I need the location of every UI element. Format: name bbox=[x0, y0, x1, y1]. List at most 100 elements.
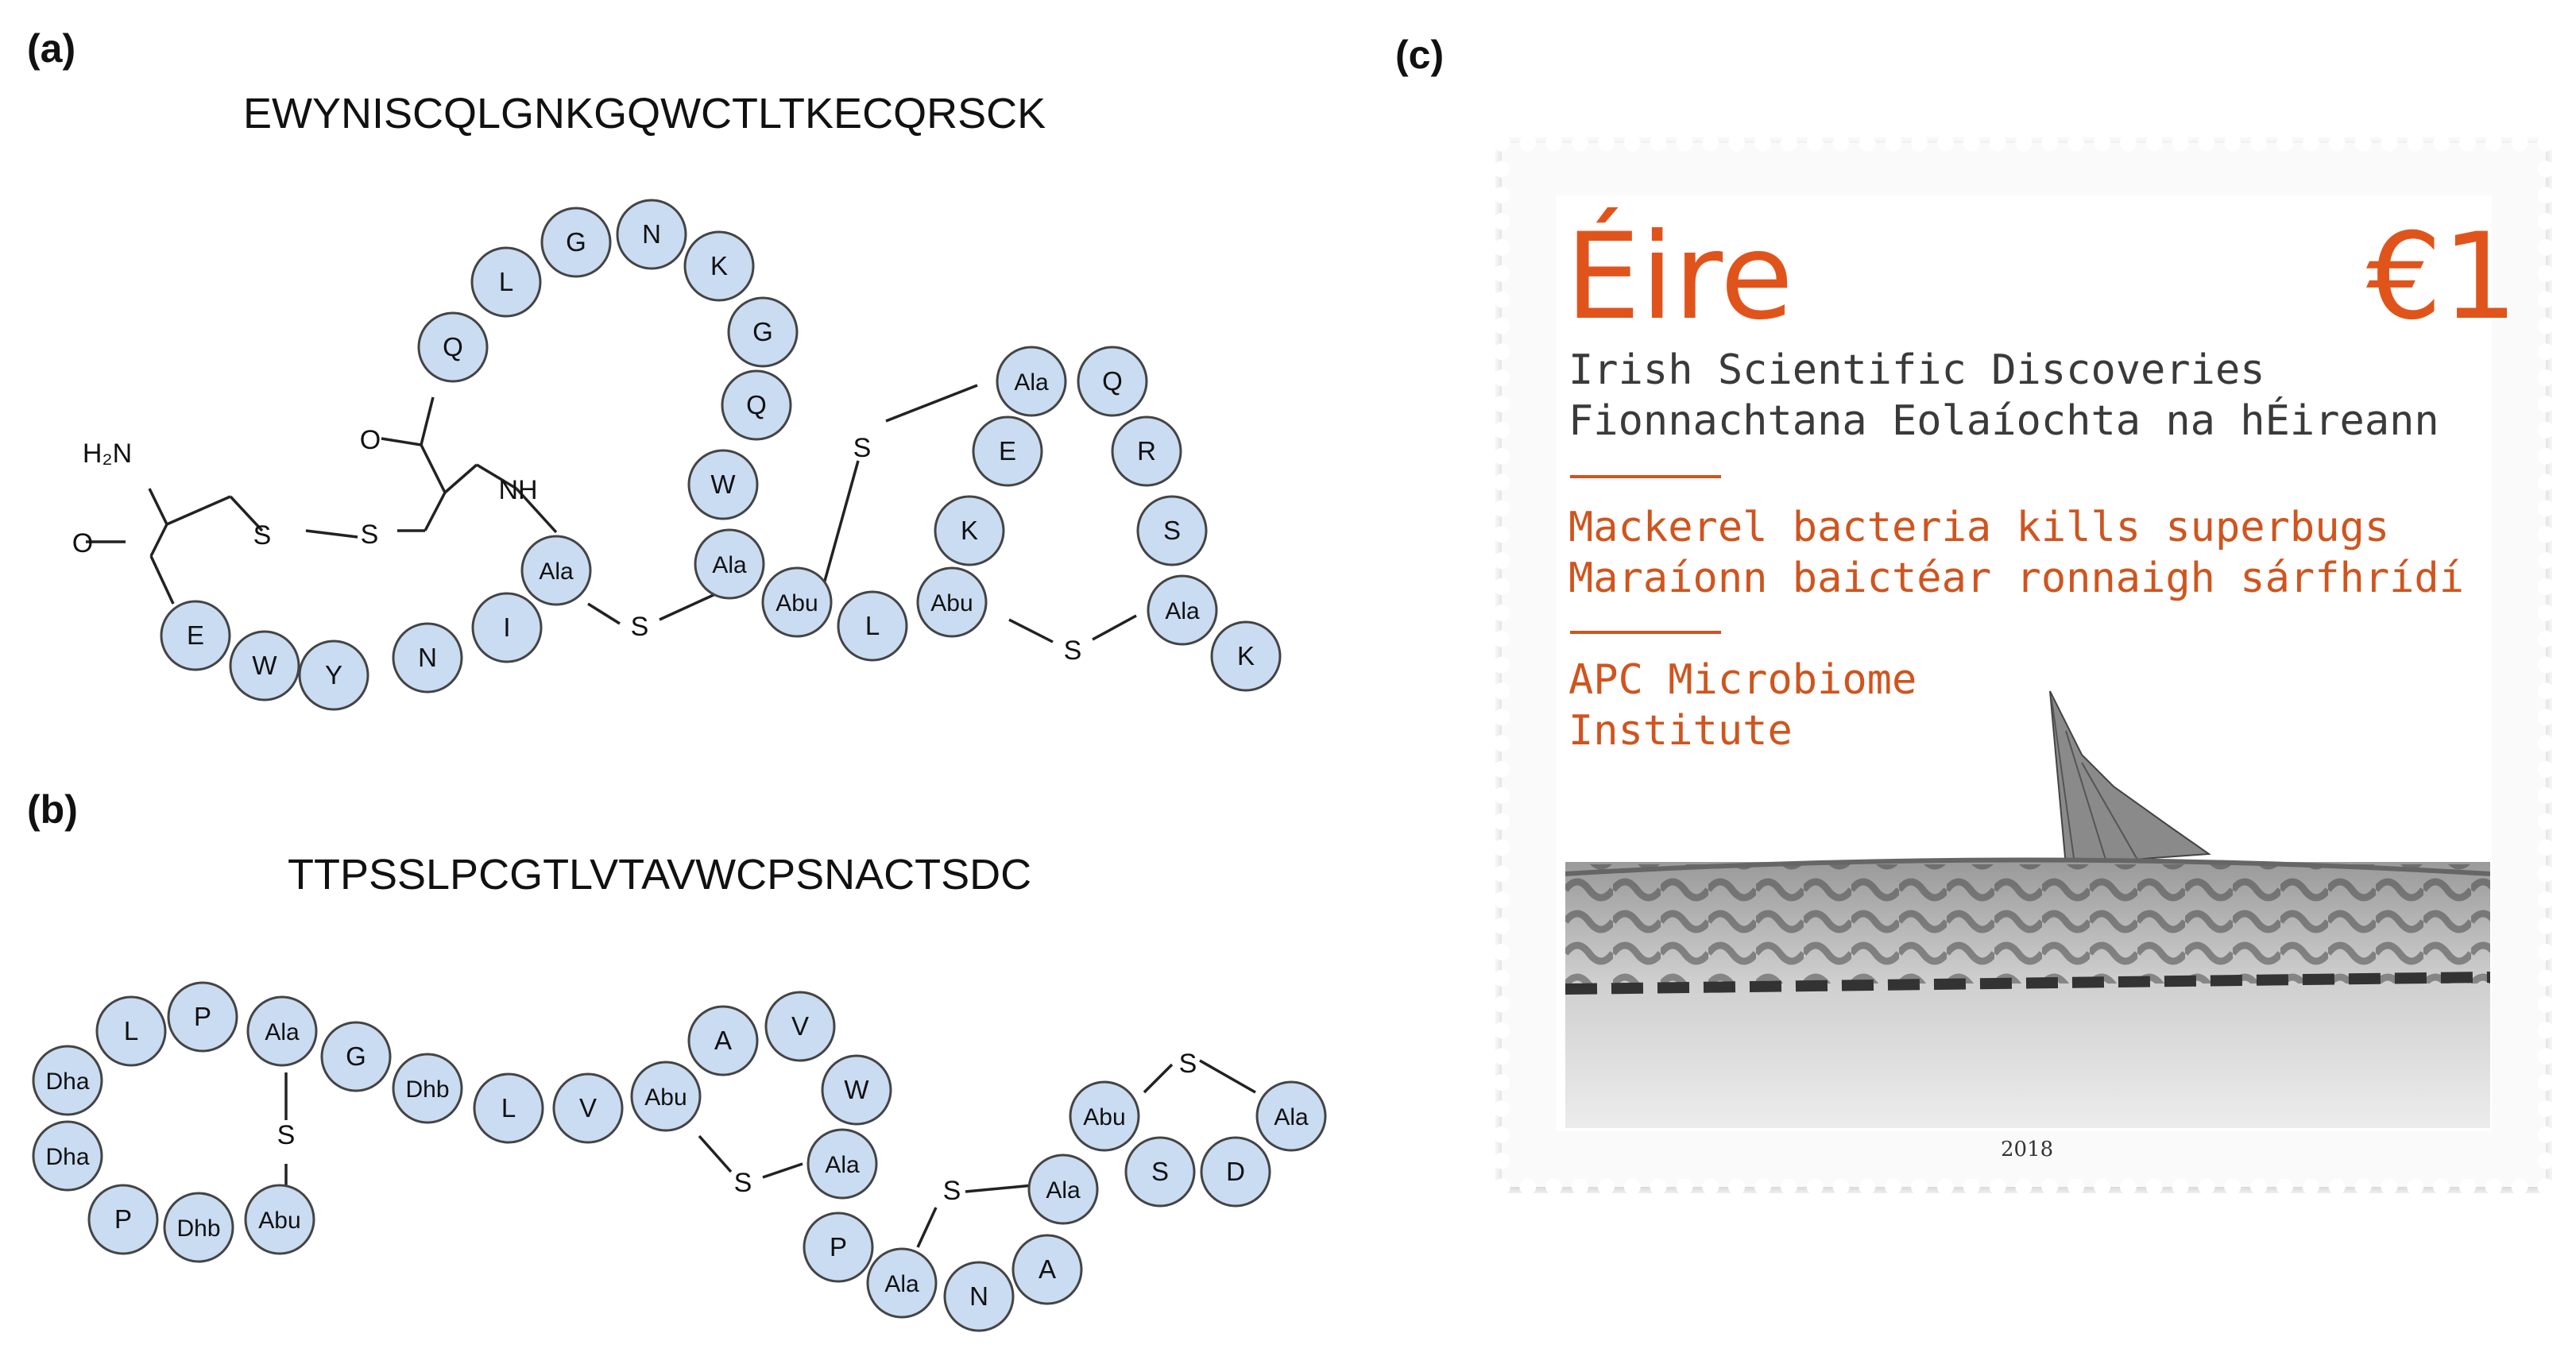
svg-text:K: K bbox=[1237, 641, 1255, 670]
svg-text:R: R bbox=[1137, 436, 1156, 466]
sulfur-a1: S bbox=[253, 520, 272, 551]
oxo-label-a2: O bbox=[360, 425, 381, 455]
residue-b-22: Ala bbox=[1027, 1154, 1099, 1225]
residue-a-11: K bbox=[683, 230, 755, 302]
residue-b-24: S bbox=[1124, 1136, 1196, 1208]
panel-label-b: (b) bbox=[27, 787, 78, 832]
residue-a-22: R bbox=[1111, 415, 1182, 487]
residue-a-16: Abu bbox=[761, 566, 833, 638]
residue-a-14: W bbox=[687, 449, 759, 520]
residue-a-17: L bbox=[837, 590, 908, 662]
residue-b-12: W bbox=[821, 1054, 892, 1126]
svg-text:V: V bbox=[579, 1093, 597, 1123]
mackerel-illustration bbox=[1565, 690, 2490, 1128]
bond bbox=[1143, 1063, 1174, 1094]
residue-a-10: N bbox=[616, 199, 687, 270]
bond bbox=[885, 384, 978, 423]
residue-a-21: Q bbox=[1077, 346, 1148, 417]
svg-text:Ala: Ala bbox=[1165, 598, 1200, 624]
stamp-country: Éire bbox=[1565, 208, 1794, 346]
svg-text:Y: Y bbox=[325, 660, 342, 690]
sulfur-b4: S bbox=[1179, 1049, 1197, 1079]
stamp-line-5: APC Microbiome bbox=[1568, 656, 1917, 704]
svg-text:L: L bbox=[865, 611, 880, 640]
svg-text:Dha: Dha bbox=[45, 1069, 89, 1095]
bond bbox=[1199, 1059, 1256, 1094]
svg-text:Ala: Ala bbox=[265, 1019, 300, 1045]
residue-a-26: K bbox=[1210, 620, 1282, 692]
residue-a-13: Q bbox=[721, 369, 792, 441]
residue-a-1: E bbox=[160, 600, 231, 671]
stamp-line-2: Fionnachtana Eolaíochta na hÉireann bbox=[1568, 397, 2439, 445]
residue-b-13: Ala bbox=[806, 1128, 878, 1200]
bond bbox=[420, 444, 447, 493]
svg-text:V: V bbox=[791, 1011, 809, 1041]
residue-b-5: G bbox=[320, 1021, 392, 1092]
svg-text:K: K bbox=[961, 516, 978, 545]
bond bbox=[916, 1207, 938, 1248]
svg-text:P: P bbox=[114, 1204, 132, 1234]
svg-text:Ala: Ala bbox=[1014, 369, 1049, 396]
svg-text:S: S bbox=[1151, 1157, 1169, 1186]
residue-b-21: A bbox=[1011, 1234, 1083, 1305]
svg-text:G: G bbox=[566, 227, 586, 257]
svg-text:Ala: Ala bbox=[1274, 1104, 1309, 1130]
stamp-line-3: Mackerel bacteria kills superbugs bbox=[1568, 504, 2390, 551]
svg-text:L: L bbox=[501, 1093, 516, 1123]
bond bbox=[698, 1134, 733, 1173]
residue-b-6: Dhb bbox=[392, 1053, 463, 1124]
residue-b-23: Abu bbox=[1069, 1080, 1140, 1152]
svg-text:G: G bbox=[752, 317, 773, 346]
residue-a-6: Ala bbox=[520, 535, 592, 606]
svg-text:D: D bbox=[1226, 1157, 1245, 1186]
residue-b-26: Ala bbox=[1255, 1080, 1327, 1152]
sulfur-a5: S bbox=[1064, 636, 1082, 666]
bond bbox=[149, 555, 175, 605]
svg-text:W: W bbox=[252, 651, 277, 680]
bond bbox=[515, 487, 558, 534]
svg-text:L: L bbox=[499, 267, 513, 296]
bond bbox=[443, 463, 478, 494]
svg-text:N: N bbox=[969, 1281, 988, 1311]
stamp-value: €1 bbox=[2366, 208, 2518, 346]
stamp-line-6: Institute bbox=[1568, 707, 1793, 755]
bond bbox=[587, 602, 621, 625]
residue-b-18: P bbox=[803, 1211, 874, 1283]
svg-text:Abu: Abu bbox=[930, 590, 973, 616]
residue-b-19: Ala bbox=[866, 1247, 938, 1319]
residue-a-15: Ala bbox=[694, 528, 765, 600]
residue-a-8: L bbox=[470, 246, 542, 318]
residue-a-12: G bbox=[727, 296, 799, 368]
panel-label-c: (c) bbox=[1395, 33, 1445, 77]
svg-text:I: I bbox=[503, 613, 510, 642]
svg-text:K: K bbox=[710, 251, 728, 280]
bond-lines bbox=[86, 384, 1256, 1248]
svg-text:N: N bbox=[418, 643, 437, 672]
svg-text:Dhb: Dhb bbox=[405, 1076, 449, 1103]
residue-b-15: P bbox=[87, 1184, 159, 1255]
svg-text:Abu: Abu bbox=[776, 590, 818, 616]
bond bbox=[1092, 614, 1137, 641]
sequence-a: EWYNISCQLGNKGQWCTLTKECQRSCK bbox=[243, 90, 1046, 137]
svg-text:W: W bbox=[710, 470, 736, 499]
residue-a-4: N bbox=[392, 622, 463, 694]
bond bbox=[148, 488, 168, 525]
residue-b-9: Abu bbox=[630, 1061, 702, 1132]
bond bbox=[420, 396, 435, 446]
bond bbox=[476, 463, 517, 490]
svg-text:E: E bbox=[187, 620, 204, 650]
residue-b-8: V bbox=[552, 1072, 624, 1144]
residue-b-3: P bbox=[167, 981, 238, 1053]
svg-text:G: G bbox=[346, 1041, 366, 1071]
svg-text:N: N bbox=[642, 219, 661, 249]
sulfur-a3: S bbox=[631, 612, 649, 642]
residue-a-2: W bbox=[229, 630, 300, 701]
sulfur-a4: S bbox=[853, 433, 872, 463]
bond bbox=[305, 529, 358, 539]
residue-a-23: K bbox=[934, 495, 1005, 566]
residue-b-1: Dha bbox=[32, 1045, 103, 1116]
residue-b-25: D bbox=[1200, 1136, 1271, 1208]
svg-text:Ala: Ala bbox=[712, 552, 747, 578]
